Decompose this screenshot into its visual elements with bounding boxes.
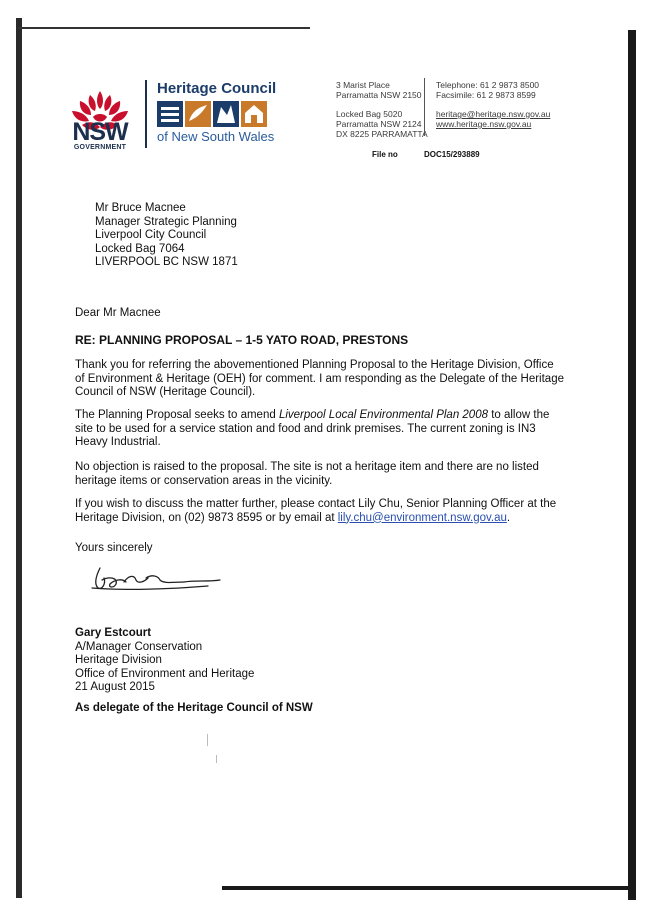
paragraph-proposal-start: The Planning Proposal seeks to amend [75, 409, 279, 421]
postal-address: Locked Bag 5020 Parramatta NSW 2124 DX 8… [336, 109, 428, 139]
closing: Yours sincerely [75, 542, 153, 554]
lep-title: Liverpool Local Environmental Plan 2008 [278, 409, 488, 421]
street-line-2: Parramatta NSW 2150 [336, 90, 422, 100]
scan-right-edge [628, 30, 636, 900]
facsimile: Facsimile: 61 2 9873 8599 [436, 90, 536, 100]
recipient-postal: Locked Bag 7064 [95, 242, 185, 255]
signer-title: A/Manager Conservation [75, 640, 203, 653]
paragraph-contact-start: If you wish to discuss the matter furthe… [75, 498, 557, 524]
scan-left-edge [16, 18, 22, 898]
contact-web: heritage@heritage.nsw.gov.au www.heritag… [436, 109, 550, 129]
handwritten-signature [91, 567, 221, 590]
heritage-website-link[interactable]: www.heritage.nsw.gov.au [436, 119, 532, 129]
postal-line-1: Locked Bag 5020 [336, 109, 403, 119]
recipient-address: Mr Bruce Macnee Manager Strategic Planni… [95, 202, 238, 270]
scan-bottom-rule [222, 886, 634, 890]
address-divider [424, 78, 425, 136]
heritage-email-link[interactable]: heritage@heritage.nsw.gov.au [436, 109, 551, 119]
paragraph-no-objection: No objection is raised to the proposal. … [75, 461, 539, 487]
signer-block: Gary Estcourt A/Manager Conservation Her… [75, 627, 254, 695]
heritage-council-title: Heritage Council [157, 80, 277, 97]
postal-line-3: DX 8225 PARRAMATTA [336, 129, 428, 139]
signer-division: Heritage Division [75, 654, 162, 666]
recipient-title: Manager Strategic Planning [95, 215, 237, 228]
government-word: GOVERNMENT [73, 144, 127, 151]
paragraph-referral: Thank you for referring the abovemention… [75, 359, 564, 398]
letter-subject: RE: PLANNING PROPOSAL – 1-5 YATO ROAD, P… [75, 333, 409, 347]
scan-fleck [216, 755, 217, 763]
salutation: Dear Mr Macnee [75, 307, 161, 319]
paragraph-proposal-end: to allow the site to be used for a servi… [75, 409, 550, 448]
contact-phone-fax: Telephone: 61 2 9873 8500 Facsimile: 61 … [436, 80, 539, 100]
scan-top-rule [18, 27, 310, 29]
recipient-suburb: LIVERPOOL BC NSW 1871 [95, 256, 238, 268]
letter-date: 21 August 2015 [75, 681, 155, 693]
waratah-logo-icon [72, 91, 128, 130]
contact-email-link[interactable]: lily.chu@environment.nsw.gov.au [337, 511, 507, 524]
signer-office: Office of Environment and Heritage [75, 667, 255, 680]
signer-name: Gary Estcourt [75, 627, 152, 639]
paragraph-contact: If you wish to discuss the matter furthe… [75, 498, 565, 525]
postal-line-2: Parramatta NSW 2124 [336, 119, 422, 129]
street-address: 3 Marist Place Parramatta NSW 2150 [336, 80, 422, 100]
heritage-council-subtitle: of New South Wales [157, 129, 275, 144]
paragraph-contact-end: . [506, 511, 511, 524]
recipient-organisation: Liverpool City Council [95, 229, 207, 241]
file-number-label: File no [372, 150, 398, 159]
scan-fleck [207, 734, 208, 746]
delegate-statement: As delegate of the Heritage Council of N… [75, 702, 313, 714]
telephone: Telephone: 61 2 9873 8500 [436, 80, 540, 90]
logo-divider [145, 80, 147, 148]
file-number: DOC15/293889 [424, 150, 480, 159]
paragraph-proposal: The Planning Proposal seeks to amend Liv… [75, 409, 565, 450]
heritage-council-emblem-icon [157, 101, 267, 127]
street-line-1: 3 Marist Place [336, 80, 390, 90]
nsw-government-wordmark: NSW GOVERNMENT [66, 118, 134, 152]
recipient-name: Mr Bruce Macnee [95, 202, 186, 214]
nsw-word: NSW [72, 118, 128, 146]
